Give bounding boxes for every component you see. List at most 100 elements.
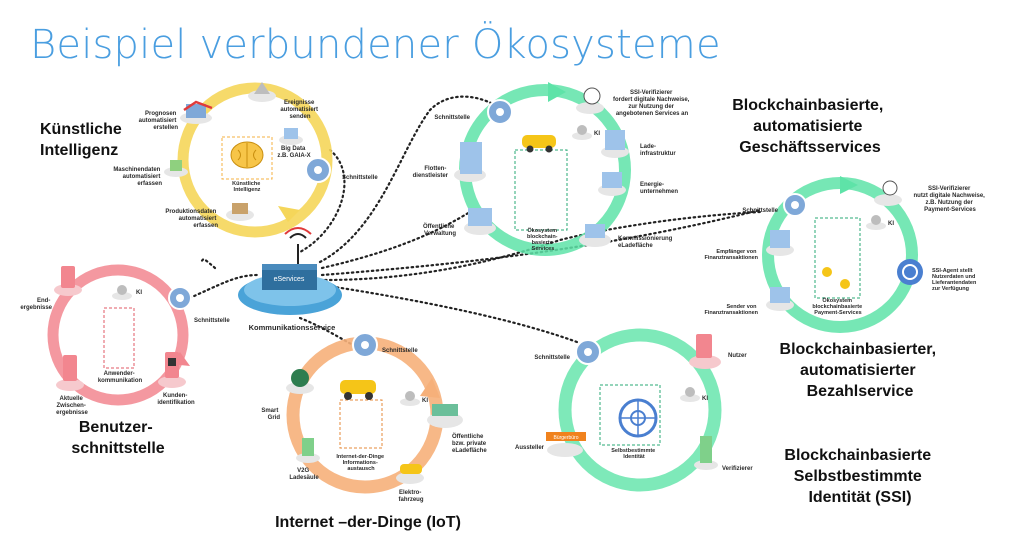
bz-node-sender (766, 287, 794, 311)
svg-text:Benutzer- schnittstelle: Benutzer- schnittstelle (71, 419, 164, 457)
ge-label-schnittstelle: Schnittstelle (434, 115, 470, 121)
ssi-node-schnittstelle (575, 339, 601, 365)
iot-label-center-3: austausch (347, 466, 375, 472)
bz-label-verifier-3: z.B. Nutzung der (925, 200, 973, 206)
section-ssi-2: Selbstbestimmte (794, 468, 922, 485)
ge-label-verwaltung-2: Verwaltung (424, 231, 456, 237)
bz-label-center-2: blockchainbasierte (812, 304, 862, 310)
ki-label-maschinen-2: automatisiert (123, 174, 161, 180)
iot-label-schnittstelle: Schnittstelle (382, 348, 418, 354)
ki-label-center-1: Künstliche (232, 181, 260, 187)
ui-node-ki (112, 285, 132, 300)
ui-label-zwischen-3: ergebnisse (56, 410, 88, 416)
svg-text:SSI-Verifizierer fordert: SSI-Verifizierer fordert digitale Nachwe… (613, 90, 691, 117)
svg-text:Blockchainbasierte, auto: Blockchainbasierte, automatisierte Gesch… (732, 97, 888, 156)
ui-node-schnittstelle (168, 286, 192, 310)
bz-label-verifier-4: Payment-Services (924, 207, 976, 213)
bz-node-schnittstelle (783, 193, 807, 217)
ui-node-end (54, 266, 82, 296)
ui-label-kunden-1: Kunden- (163, 393, 187, 399)
ki-label-ereignisse-1: Ereignisse (284, 100, 315, 106)
svg-text:Maschinendaten automatis: Maschinendaten automatisiert erfassen (113, 167, 162, 187)
svg-text:SSI-Agent stellt Nutzerd: SSI-Agent stellt Nutzerdaten und Liefera… (932, 268, 978, 292)
ge-label-verifier-3: zur Nutzung der (628, 104, 674, 110)
ki-node-bigdata (279, 128, 303, 145)
bz-label-verifier-1: SSI-Verifizierer (928, 186, 971, 192)
ge-label-kommission-1: Kommissionierung (618, 236, 673, 242)
ki-node-maschinen (164, 160, 188, 177)
section-ssi-3: Identität (SSI) (808, 489, 911, 506)
ssi-node-ki (680, 387, 700, 402)
bz-label-agent-1: SSI-Agent stellt (932, 268, 973, 274)
iot-label-center-2: Informations- (343, 460, 378, 466)
svg-text:Anwender- kommunikation: Anwender- kommunikation (98, 371, 143, 384)
svg-text:Ökosystem blockchain-: Ökosystem blockchain- basierte Services (527, 227, 559, 252)
ge-label-center-2: blockchain- (527, 234, 558, 240)
bz-label-agent-2: Nutzerdaten und (932, 274, 975, 280)
ge-label-lade-2: infrastruktur (640, 151, 676, 157)
bz-label-agent-4: zur Verfügung (932, 286, 969, 292)
ki-label-prognosen-2: automatisiert (139, 118, 177, 124)
svg-text:Blockchainbasierte Selbs: Blockchainbasierte Selbstbestimmte Ident… (784, 447, 935, 506)
iot-label-grid-2: Grid (268, 415, 281, 421)
svg-text:Blockchainbasierter, aut: Blockchainbasierter, automatisierter Bez… (780, 341, 941, 400)
ui-node-zwischen (56, 355, 84, 391)
hub-label: Kommunikationsservice (249, 323, 336, 332)
ki-label-schnittstelle: Schnittstelle (342, 175, 378, 181)
bz-node-ki (866, 215, 886, 230)
ge-node-schnittstelle (487, 99, 513, 125)
ki-label-prognosen-1: Prognosen (145, 111, 177, 117)
ge-node-lade (601, 130, 629, 158)
iot-node-schnittstelle (352, 332, 378, 358)
ui-label-zwischen-1: Aktuelle (59, 396, 83, 402)
section-geschaeft-1: Blockchainbasierte, (732, 97, 883, 114)
iot-label-ladeflaeche-2: bzw. private (452, 441, 487, 447)
ui-ecosystem: End- ergebnisse KI Schnittstelle Anwende… (20, 264, 230, 416)
connection-lines (183, 95, 762, 350)
antenna-icon (284, 227, 312, 264)
ge-label-lade-1: Lade- (640, 144, 656, 150)
iot-label-fahrzeug-1: Elektro- (399, 490, 421, 496)
ge-node-ki (572, 125, 592, 140)
svg-text:Ökosystem blockchainbasi: Ökosystem blockchainbasierte Payment-Ser… (812, 297, 863, 316)
section-bezahl-1: Blockchainbasierter, (780, 341, 937, 358)
section-bezahl-2: automatisierter (800, 362, 916, 379)
svg-text:Kommissionierung eLadefl: Kommissionierung eLadefläche (618, 236, 674, 249)
ge-label-flotten-2: dienstleister (413, 173, 449, 179)
ssi-label-verifizierer: Verifizierer (722, 466, 753, 472)
ki-label-bigdata-2: z.B. GAIA-X (277, 153, 310, 159)
page-title: Beispiel verbundener Ökosysteme (30, 22, 721, 68)
ki-node-schnittstelle (305, 157, 331, 183)
identity-icon (618, 398, 658, 438)
ge-label-center-4: Services (532, 246, 555, 252)
section-titles: Künstliche Intelligenz Benutzer- schnitt… (40, 97, 941, 531)
ssi-label-nutzer: Nutzer (728, 353, 747, 359)
section-geschaeft-3: Geschäftsservices (739, 139, 881, 156)
ui-label-ki: KI (136, 290, 142, 296)
bz-label-agent-3: Lieferantendaten (932, 280, 977, 286)
svg-text:Big Data z.B. GAIA-X: Big Data z.B. GAIA-X (277, 146, 310, 159)
ui-label-kunden-2: identifikation (157, 400, 195, 406)
iot-label-ladesaeule-1: V2G (297, 468, 309, 474)
ssi-ecosystem: Bürgerbüro Schnittstelle Nutzer KI Ausst… (515, 328, 753, 492)
ge-node-kommission (579, 224, 611, 247)
ui-label-anwender-2: kommunikation (98, 378, 143, 384)
ki-label-maschinen-1: Maschinendaten (113, 167, 160, 173)
svg-text:Elektro- fahrzeug: Elektro- fahrzeug (398, 490, 423, 503)
svg-text:Aktuelle Zwischen-: Aktuelle Zwischen- ergebnisse (56, 396, 88, 416)
svg-text:Öffentliche Verwaltung: Öffentliche Verwaltung (423, 223, 456, 237)
ge-label-verwaltung-1: Öffentliche (423, 223, 455, 230)
ssi-label-schnittstelle: Schnittstelle (534, 355, 570, 361)
ui-label-end-2: ergebnisse (20, 305, 52, 311)
svg-text:Ereignisse automatisiert: Ereignisse automatisiert senden (280, 100, 319, 120)
ki-ecosystem: Prognosen automatisiert erstellen Ereign… (113, 82, 378, 238)
bz-label-verifier-2: nutzt digitale Nachweise, (913, 193, 985, 199)
svg-text:End- ergebnisse: End- ergebnisse (20, 298, 52, 311)
ssi-label-center-1: Selbstbestimmte (611, 448, 655, 454)
svg-text:Flotten- dienstleister: Flotten- dienstleister (413, 166, 449, 179)
ge-label-kommission-2: eLadefläche (618, 243, 653, 249)
svg-text:Empfänger von Finanztran: Empfänger von Finanztransaktionen (705, 249, 759, 261)
iot-label-ki: KI (422, 398, 428, 404)
ssi-label-ki: KI (702, 396, 708, 402)
